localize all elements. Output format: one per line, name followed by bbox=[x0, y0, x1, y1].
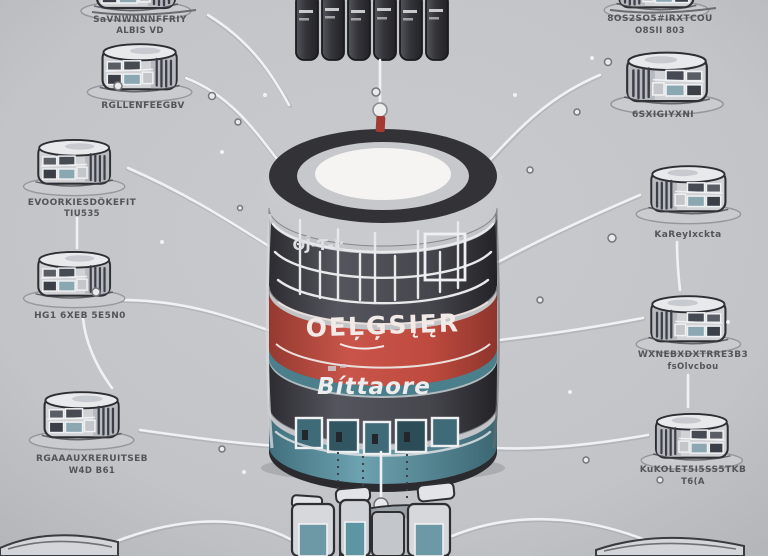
server-label: KuKOLET5I5SS5TKB bbox=[640, 465, 747, 475]
top-data-volume-stack bbox=[295, 0, 449, 61]
bottom-server-rack bbox=[290, 481, 456, 556]
db-band-red bbox=[269, 292, 497, 390]
grid-band-windows: ΘĴ-Ƭ-Ŀ bbox=[271, 218, 495, 305]
server-node-bottom-right: KuKOLET5I5SS5TKB T6(A bbox=[640, 412, 747, 487]
server-label: KaReyIxckta bbox=[654, 230, 721, 240]
server-label: WXNEBXDXTRRE3B3 bbox=[638, 350, 748, 360]
server-node-lower-right: WXNEBXDXTRRE3B3 fsOlvcbou bbox=[635, 295, 748, 372]
link-bead bbox=[372, 102, 388, 118]
db-bottom-cap bbox=[269, 446, 497, 492]
db-top-rim bbox=[263, 115, 503, 232]
store-band-label: Bíttaore bbox=[317, 374, 431, 400]
rim-red-tab bbox=[375, 115, 386, 133]
server-label: HG1 6XEB 5E5N0 bbox=[34, 311, 126, 321]
server-label: RGAAAUXRERUITSEB bbox=[36, 454, 148, 464]
server-node-top-right: 8OS2SO5#IRXTCOU O8SII 803 bbox=[603, 0, 717, 36]
server-label: 8OS2SO5#IRXTCOU bbox=[607, 14, 713, 24]
server-node-upper-left: RGLLENFEEGBV bbox=[86, 43, 193, 111]
server-label: 6SXIGIYXNI bbox=[632, 110, 694, 120]
server-label: EVOORKIESDÖKEFIT bbox=[28, 197, 137, 208]
teal-band-windows bbox=[274, 416, 492, 457]
server-label: RGLLENFEEGBV bbox=[101, 101, 185, 111]
server-node-bottom-left: RGAAAUXRERUITSEB W4D B61 bbox=[28, 391, 148, 476]
bottom-left-partial-server bbox=[0, 534, 119, 556]
server-label: SaVNWNNNFFRIY bbox=[93, 15, 187, 25]
link-bead bbox=[371, 87, 381, 97]
server-node-top-left: SaVNWNNNFFRIY ALBIS VD bbox=[79, 0, 197, 36]
db-band-grid bbox=[269, 216, 497, 328]
central-database-cylinder: ΘĴ-Ƭ-Ŀ OEĻĢSĮĘR Bíttaore bbox=[261, 115, 505, 492]
data-volume bbox=[295, 0, 319, 61]
server-label: O8SII 803 bbox=[635, 26, 685, 36]
server-node-lower-left: HG1 6XEB 5E5N0 bbox=[22, 250, 126, 321]
server-label: T6(A bbox=[681, 477, 705, 487]
server-label: W4D B61 bbox=[69, 466, 115, 476]
bottom-right-partial-server bbox=[595, 536, 745, 556]
server-node-mid-right: KaReyIxckta bbox=[635, 165, 742, 240]
server-label: ALBIS VD bbox=[116, 26, 164, 36]
server-node-upper-right: 6SXIGIYXNI bbox=[609, 51, 725, 120]
grid-band-glyphs: ΘĴ-Ƭ-Ŀ bbox=[293, 235, 344, 254]
line-beads bbox=[91, 56, 730, 484]
server-node-mid-left: EVOORKIESDÖKEFIT TIU535 bbox=[22, 138, 137, 219]
server-label: fsOlvcbou bbox=[667, 362, 718, 372]
red-band-label: OEĻĢSĮĘR bbox=[305, 308, 460, 342]
server-label: TIU535 bbox=[64, 209, 100, 219]
